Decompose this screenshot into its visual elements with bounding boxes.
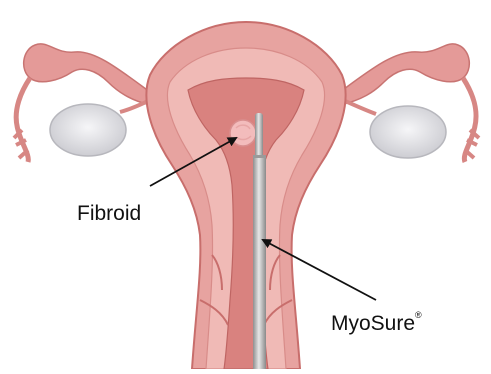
uterus xyxy=(146,22,345,369)
registered-mark: ® xyxy=(415,310,422,320)
fibroid-label: Fibroid xyxy=(77,203,141,224)
myosure-label: MyoSure® xyxy=(331,313,422,334)
right-ovary xyxy=(370,106,446,158)
myosure-label-text: MyoSure xyxy=(331,312,415,335)
left-ovary xyxy=(50,104,126,156)
fibroid xyxy=(230,120,256,146)
fibroid-label-text: Fibroid xyxy=(77,202,141,225)
